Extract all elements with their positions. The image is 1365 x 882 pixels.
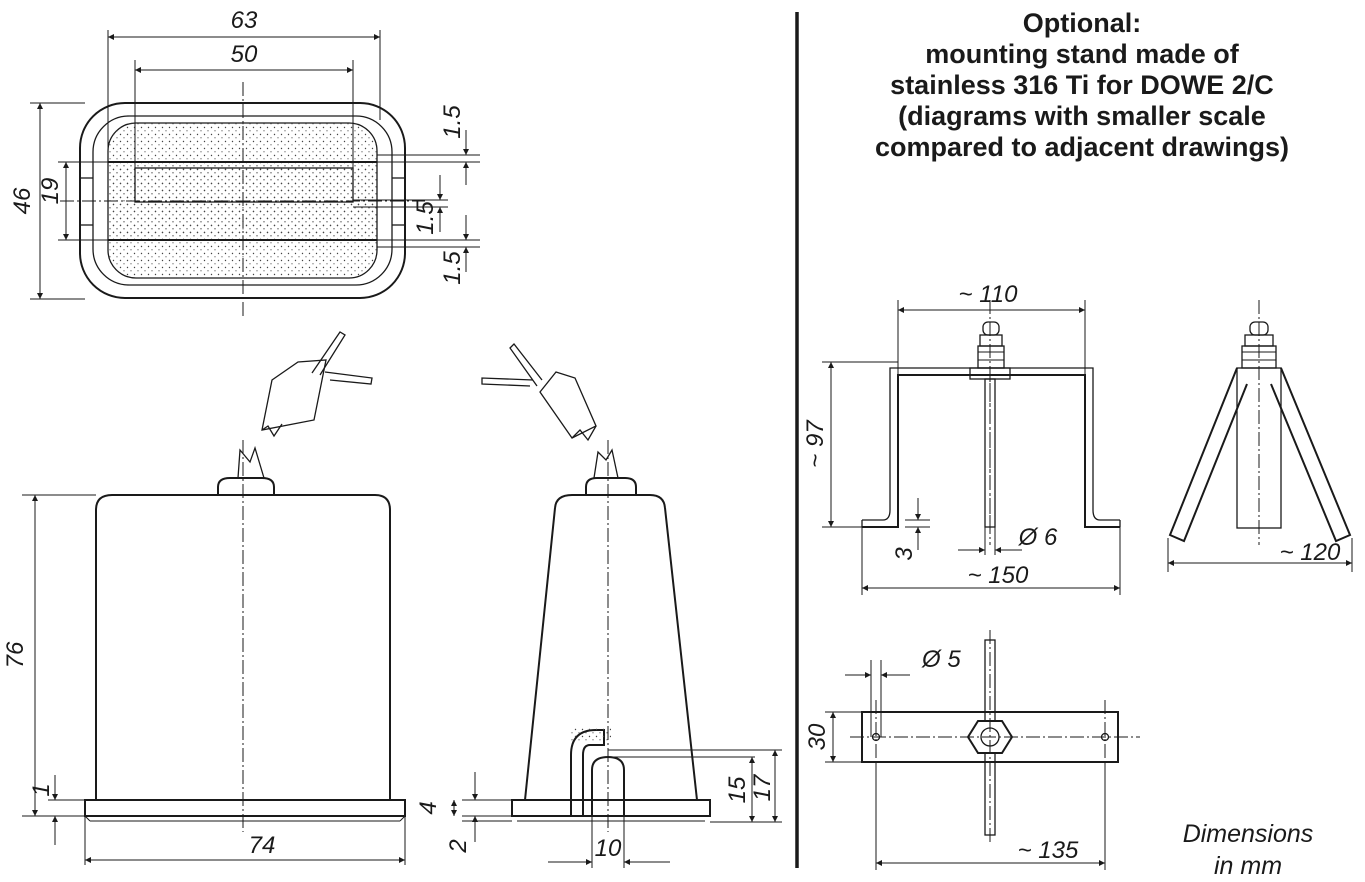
dim-bottom-wall: 1.5: [439, 251, 466, 285]
sensor-side-view: [481, 343, 711, 832]
dim-rod-diameter: Ø 6: [1018, 524, 1058, 551]
dim-stand-foot: 3: [891, 547, 918, 561]
stand-plan-view: [850, 630, 1140, 845]
optional-stand-heading: Optional: mounting stand made of stainle…: [812, 8, 1352, 163]
dim-plan-depth: 30: [804, 723, 831, 750]
heading-line-4: (diagrams with smaller scale: [898, 101, 1266, 131]
sensor-front-view: [84, 331, 406, 832]
units-note-line-1: Dimensions: [1182, 820, 1314, 848]
dim-top-wall: 1.5: [439, 105, 466, 139]
front-view-dimensions: [22, 494, 406, 865]
dim-10: 10: [595, 835, 622, 862]
heading-line-3: stainless 316 Ti for DOWE 2/C: [890, 70, 1274, 100]
dim-15: 15: [724, 776, 751, 803]
heading-line-2: mounting stand made of: [925, 39, 1239, 69]
dim-stand-base-width: ~ 150: [968, 562, 1029, 589]
stand-front-dimensions: [822, 300, 1121, 595]
units-note-line-2: in mm: [1213, 852, 1283, 880]
dim-2: 2: [445, 839, 472, 853]
heading-line-1: Optional:: [1022, 8, 1142, 38]
dim-hole-spacing: ~ 135: [1018, 837, 1079, 864]
dim-base-thickness: 1: [28, 783, 55, 796]
units-note: Dimensions in mm: [1148, 818, 1348, 882]
dim-outer-width: 63: [231, 7, 258, 34]
dim-stand-top-width: ~ 110: [959, 281, 1019, 308]
stand-side-dimensions: [1167, 538, 1353, 572]
dim-inner-width: 50: [231, 41, 258, 68]
dim-mid-gap: 1.5: [412, 201, 439, 235]
stand-plan-dimensions: [825, 660, 1106, 870]
dim-outer-height: 46: [9, 187, 36, 214]
dim-17: 17: [749, 773, 776, 801]
dim-4: 4: [415, 801, 442, 814]
dim-stand-side-width: ~ 120: [1280, 539, 1341, 566]
side-view-dimensions: [451, 749, 782, 868]
stand-side-view: [1168, 300, 1352, 545]
dim-stand-height: ~ 97: [802, 419, 829, 468]
stand-front-view: [861, 300, 1121, 545]
sensor-top-view: [60, 82, 425, 318]
top-view-dimensions: [30, 30, 480, 300]
dim-inner-height: 19: [37, 178, 64, 205]
dim-width: 74: [249, 832, 276, 859]
dim-hole-diameter: Ø 5: [921, 646, 961, 673]
heading-line-5: compared to adjacent drawings): [874, 132, 1290, 162]
dim-height: 76: [2, 641, 29, 668]
